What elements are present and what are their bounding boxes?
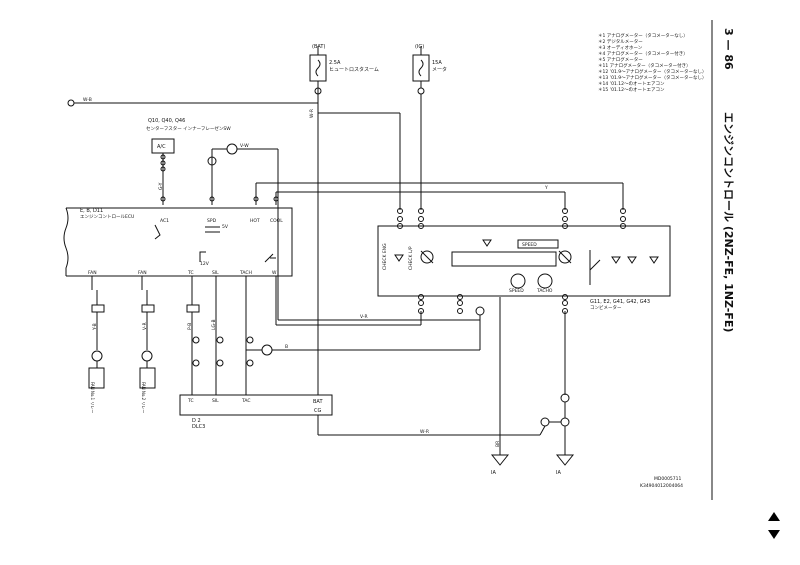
speed-sensor-label: SPEED [522,242,537,248]
note-1: ＊1 アナログメーター（タコメーターなし） [598,32,688,39]
fuse-bat-terminal: (BAT) [312,44,325,50]
ecu-pin-sil: SIL [212,270,219,276]
ac-box-label: A/C [157,144,166,150]
ecu-pin-fan1: FAN [88,270,97,276]
dlc3-pin-sil: SIL [212,398,219,404]
check-engine-label: CHECK ENG [382,243,388,270]
ecu-pin-tach: TACH [239,270,252,276]
page-down-icon[interactable] [768,530,780,539]
wire-color-lg-b: LG-B [211,319,217,330]
wire-color-g-y: G-Y [158,182,164,190]
ecu-pin-cool: COOL [270,218,283,224]
note-6: ＊11 アナログメーター（タコメーター付き） [598,62,691,69]
wire-color-w-b-top: W-B [83,97,92,103]
page-title: エンジンコントロール (2NZ-FE, 1NZ-FE) [722,112,735,332]
fuse-ig-name: メータ [432,66,447,73]
wire-color-b: B [285,344,288,350]
ecu-top-connectors: Q10, Q40, Q46 [148,118,185,124]
note-8: ＊13 ’01.9〜アナログメーター（タコメーターなし） [598,74,707,81]
doc-code-line1: MD0005711 [654,476,682,482]
dlc3-label: DLC3 [192,424,205,430]
page-up-icon[interactable] [768,512,780,521]
ecu-pin-spd: SPD [207,218,217,224]
ecu-pin-w: W [272,270,277,276]
doc-code-line2: K34904012004064 [640,483,683,489]
note-5: ＊5 アナログメーター [598,56,643,63]
ecu-pin-hot: HOT [250,218,260,224]
meter-name-label: コンビメーター [590,304,622,311]
fan-relay-1-label: FAN No.1 リレー [90,382,95,413]
ecu-pin-fan2: FAN [138,270,147,276]
fuse-bat-rating: 2.5A [329,60,341,66]
ecu-pin-ac1: AC1 [160,218,169,224]
wire-color-y: Y [544,185,548,191]
wire-color-v-r: V-R [360,314,368,320]
v12-label: 12V [200,261,210,267]
dlc3-bat-label: BAT [313,399,323,405]
check-lamp-label: CHECK L/P [408,246,414,270]
wire-color-br: BR [495,441,501,447]
ecu-left-connectors: E, B, D11 [80,208,103,214]
ground-label-2: IA [556,470,561,476]
tacho-gauge-label: TACHO [536,288,553,294]
dlc3-pin-tc: TC [187,398,194,404]
note-2: ＊2 デジタルメーター [598,38,643,45]
ecu-name-label: エンジンコントロールECU [80,214,134,220]
dlc3-pin-tac: TAC [241,398,251,404]
wire-color-w-r: W-R [309,109,315,118]
note-10: ＊15 ’01.12〜のオートエアコン [598,87,665,93]
wire-color-y-b: Y-B [92,323,98,331]
fuse-ig-rating: 15A [432,60,442,66]
wire-color-v-r-2: V-R [142,322,148,330]
dlc3-cg-label: CG [314,408,321,414]
fuse-bat-name: ヒュートロスタスーム [329,66,379,73]
wire-color-v-w-top: V-W [240,143,249,149]
note-4: ＊4 アナログメーター（タコメーター付き） [598,50,688,57]
ecu-pin-tc: TC [187,270,194,276]
note-3: ＊3 オーディオホーン [598,44,643,51]
fan-relay-2-label: FAN No.2 リレー [141,382,146,413]
page-header: 3 — 86 エンジンコントロール (2NZ-FE, 1NZ-FE) [722,28,735,332]
fuse-ig-terminal: (IG) [415,44,424,50]
wire-color-w-b-bottom: W-R [420,429,429,435]
ground-label-1: IA [491,470,496,476]
note-9: ＊14 ’01.12〜のオートエアコン [598,81,665,87]
page-number: 3 — 86 [722,28,735,70]
note-7: ＊12 ’01.9〜アナログメーター（タコメーターなし） [598,68,707,75]
meter-connectors: G11, E2, G41, G42, G43 [590,299,650,305]
dlc3-code-label: D 2 [192,418,201,424]
v5-label: 5V [222,224,229,230]
speed-gauge-label: SPEED [509,288,524,294]
wire-color-p-b: P-B [187,323,193,330]
starter-switch-label: センターフスター インナーフレーゼンSW [146,125,231,132]
